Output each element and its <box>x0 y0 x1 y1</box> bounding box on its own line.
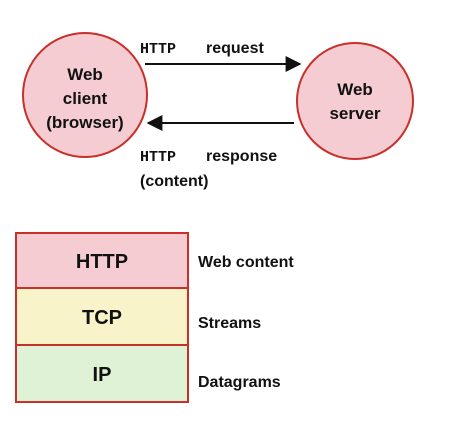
protocol-stack: HTTP Web content TCP Streams IP Datagram… <box>15 232 294 403</box>
response-note-label: (content) <box>140 173 208 190</box>
web-server-label-line-1: Web <box>337 80 373 99</box>
web-client-node: Web client (browser) <box>22 32 148 158</box>
layer-ip: IP Datagrams <box>15 344 281 403</box>
web-client-label-line-3: (browser) <box>46 113 123 132</box>
layer-http-description: Web content <box>198 254 294 271</box>
web-server-label-line-2: server <box>329 104 380 123</box>
layer-http: HTTP Web content <box>15 232 294 289</box>
web-client-label-line-2: client <box>63 89 108 108</box>
web-client-circle <box>22 32 148 158</box>
http-request-edge: HTTP request <box>140 40 302 72</box>
layer-tcp: TCP Streams <box>15 287 261 346</box>
request-protocol-label: HTTP <box>140 41 176 58</box>
request-word-label: request <box>206 40 264 57</box>
layer-tcp-description: Streams <box>198 315 261 332</box>
web-server-node: Web server <box>296 42 414 160</box>
web-client-label-line-1: Web <box>67 65 103 84</box>
layer-ip-label: IP <box>93 364 112 386</box>
layer-tcp-label: TCP <box>82 307 122 329</box>
response-word-label: response <box>206 148 277 165</box>
layer-http-label: HTTP <box>76 251 128 273</box>
web-server-circle <box>296 42 414 160</box>
layer-ip-box <box>15 344 189 403</box>
layer-http-box <box>15 232 189 289</box>
layer-ip-description: Datagrams <box>198 374 281 391</box>
http-response-edge: HTTP response (content) <box>140 115 294 190</box>
response-protocol-label: HTTP <box>140 149 176 166</box>
